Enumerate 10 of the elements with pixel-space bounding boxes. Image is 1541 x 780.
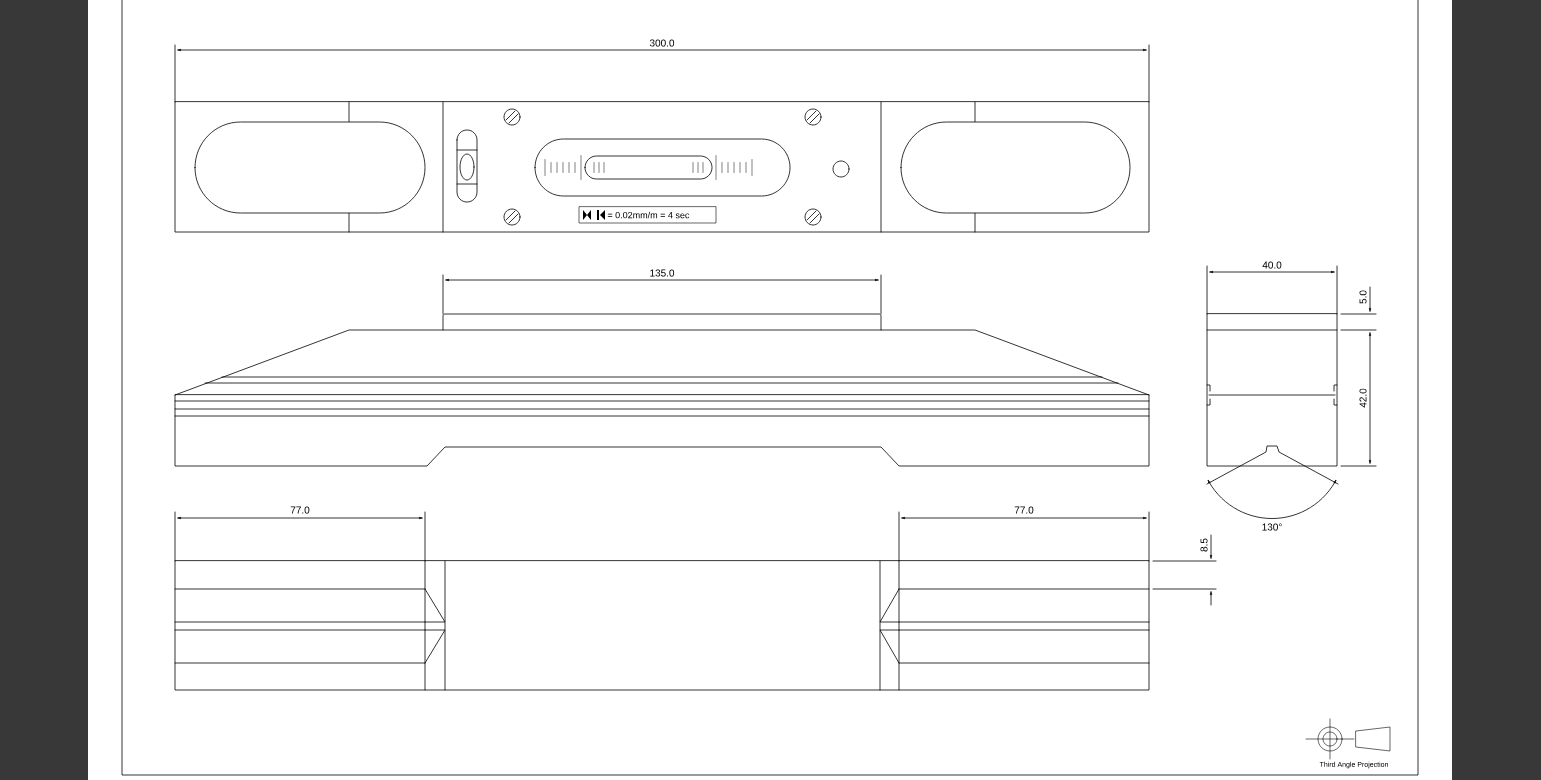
dimension-text: 5.0 (1359, 290, 1367, 304)
dimension-text: 42.0 (1359, 388, 1367, 408)
dimension-text: 130° (1262, 523, 1282, 531)
scale-plate: = 0.02mm/m = 4 sec (578, 206, 717, 224)
dimension-text: 40.0 (1262, 261, 1282, 269)
dimension-text: 135.0 (650, 269, 675, 277)
dimension-text: 300.0 (649, 39, 675, 47)
dimension-text: 8.5 (1200, 538, 1208, 552)
dimension-text: 77.0 (290, 506, 310, 514)
dimension-text: 77.0 (1014, 506, 1034, 514)
